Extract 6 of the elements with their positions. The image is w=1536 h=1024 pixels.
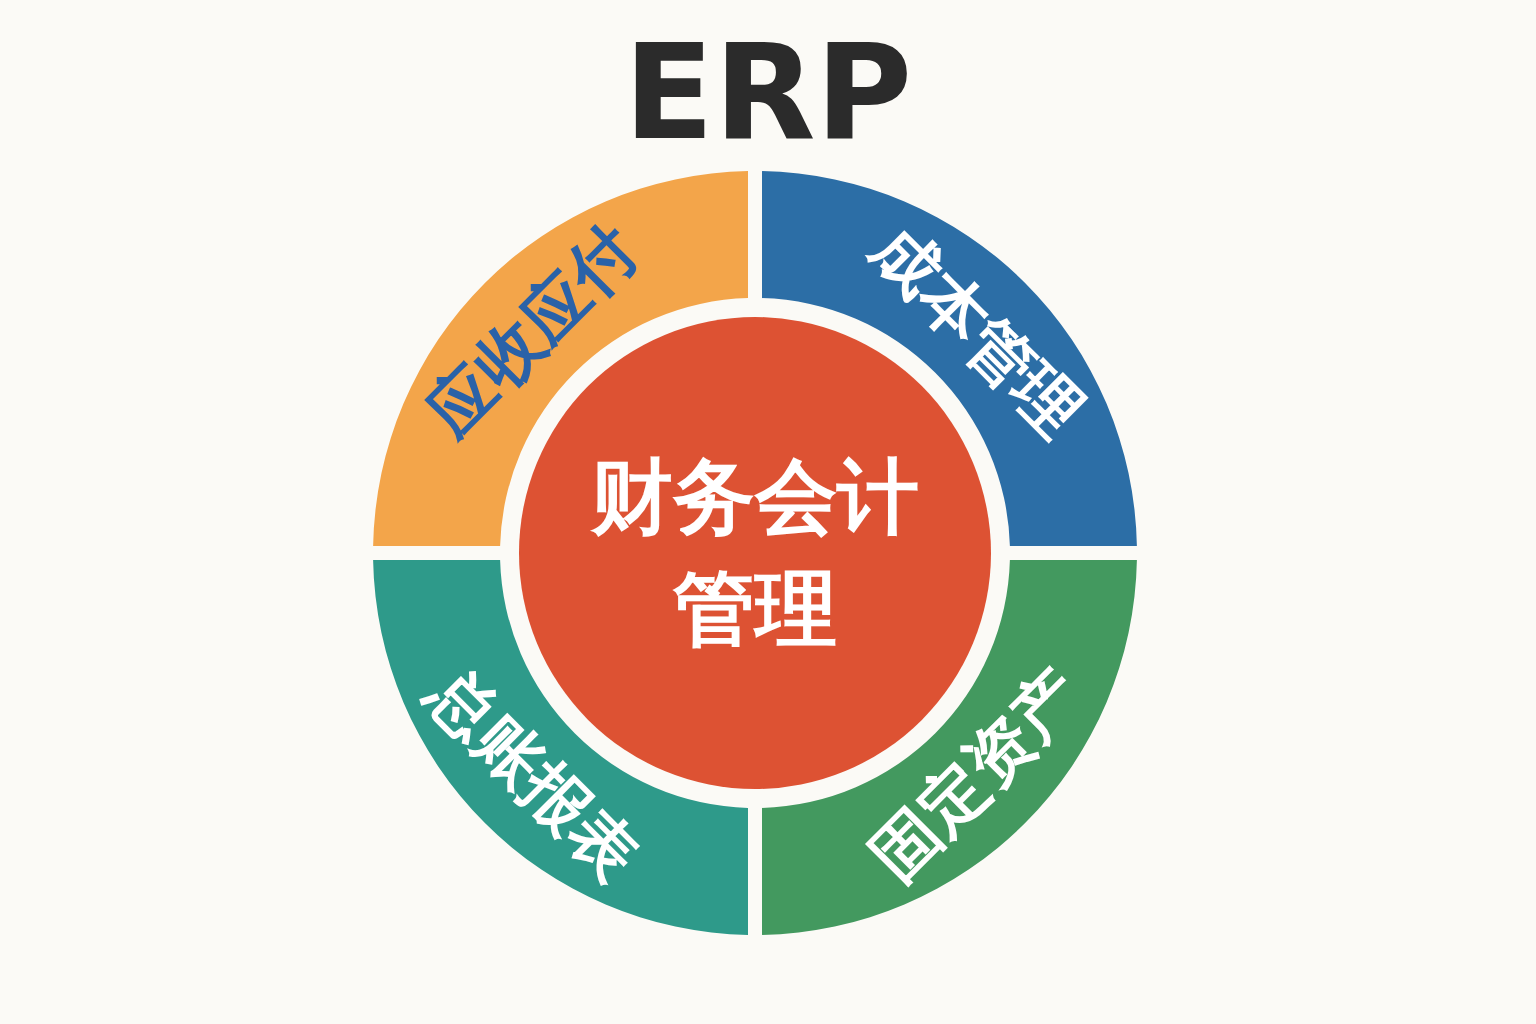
segment-label: 应收应付 [414, 212, 652, 450]
title: ERP [622, 22, 914, 162]
segment-label: 成本管理 [858, 212, 1096, 450]
center-label: 财务会计管理 [589, 448, 920, 658]
segment-label: 总账报表 [414, 656, 652, 894]
segment-label: 固定资产 [858, 656, 1096, 894]
